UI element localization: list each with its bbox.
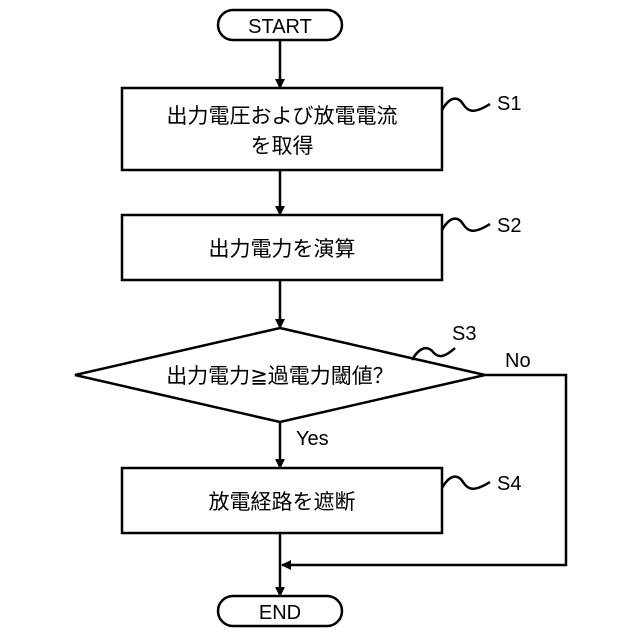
- step-label-s1: S1: [497, 93, 521, 115]
- leader-s3: [412, 348, 455, 360]
- decision-s3-label: 出力電力≧過電力閾値？: [166, 364, 394, 388]
- process-s1-line1: 出力電圧および放電電流: [167, 104, 398, 128]
- start-terminal: START: [218, 10, 342, 40]
- process-s2: 出力電力を演算: [122, 215, 442, 280]
- end-terminal: END: [218, 596, 342, 626]
- leader-s1: [442, 99, 490, 111]
- process-s4-label: 放電経路を遮断: [209, 490, 356, 514]
- step-label-s4: S4: [497, 473, 521, 495]
- start-label: START: [248, 16, 312, 38]
- branch-label-yes: Yes: [296, 428, 329, 450]
- process-s1-line2: を取得: [251, 134, 314, 158]
- process-s1: 出力電圧および放電電流 を取得: [122, 88, 442, 170]
- branch-label-no: No: [505, 350, 531, 372]
- process-s4: 放電経路を遮断: [122, 468, 442, 533]
- decision-s3: 出力電力≧過電力閾値？: [75, 328, 485, 422]
- leader-s2: [442, 219, 490, 231]
- process-s2-label: 出力電力を演算: [209, 237, 356, 261]
- step-label-s2: S2: [497, 215, 521, 237]
- step-label-s3: S3: [452, 323, 476, 345]
- end-label: END: [259, 602, 301, 624]
- leader-s4: [442, 477, 490, 489]
